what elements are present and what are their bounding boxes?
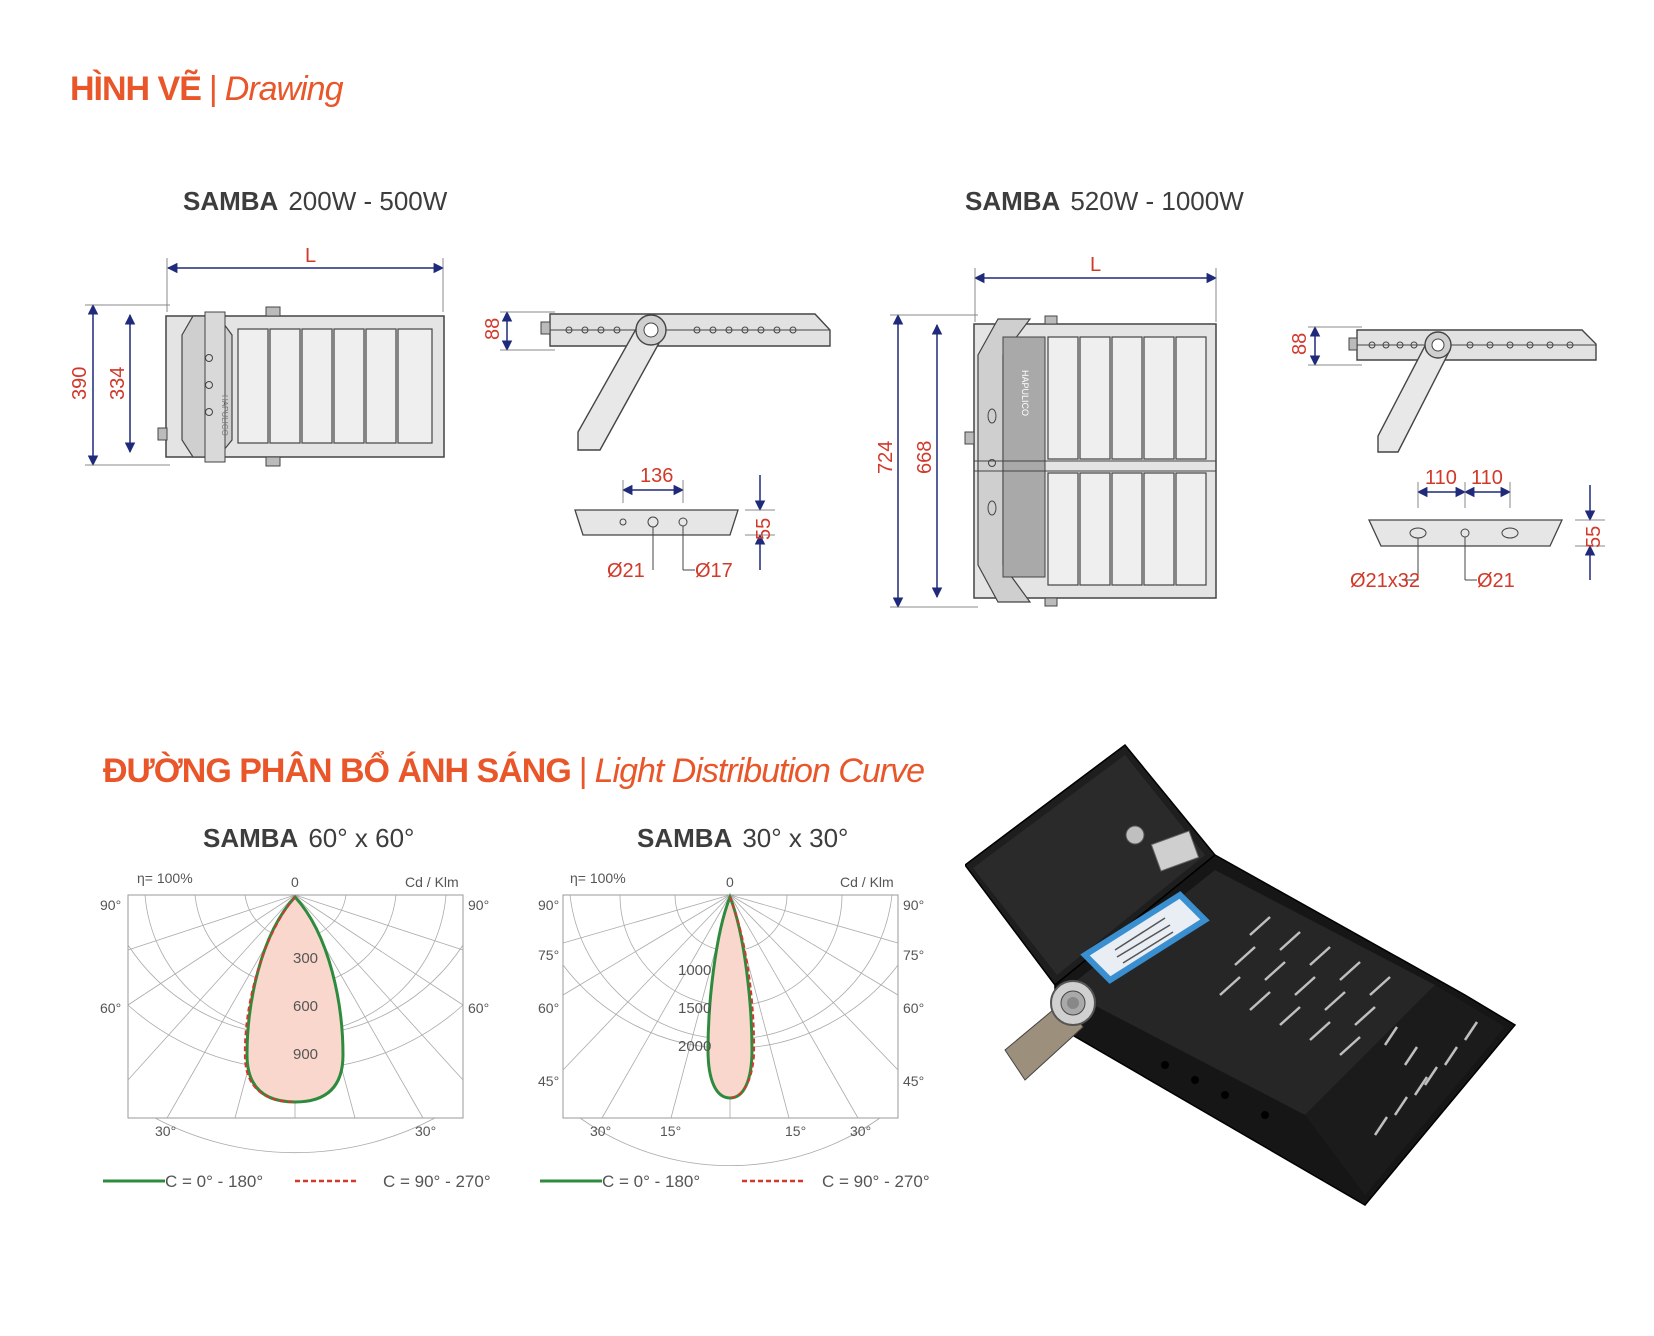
chart2-top-zero: 0 — [726, 874, 734, 890]
small-brand-label: HAPULICO — [220, 395, 229, 436]
chart2-radial-1000: 1000 — [678, 962, 711, 979]
chart2-radial-1500: 1500 — [678, 1000, 711, 1017]
drawing-title-en: Drawing — [224, 70, 344, 108]
model-large-heading: SAMBA 520W - 1000W — [965, 186, 1244, 217]
chart2-left-30: 30° — [590, 1123, 611, 1139]
chart2-left-15: 15° — [660, 1123, 681, 1139]
technical-drawings: L 390 334 HAPULICO 88 — [69, 245, 1605, 609]
light-section-title: ĐƯỜNG PHÂN BỔ ÁNH SÁNG|Light Distributio… — [103, 752, 925, 791]
large-height-inner: 668 — [914, 441, 936, 474]
large-bracket-view: 110 110 55 Ø21x32 Ø21 — [1350, 467, 1605, 592]
small-side-depth: 88 — [482, 318, 504, 340]
chart1-radial-300: 300 — [293, 950, 318, 967]
large-front-view: L 724 668 HAPULICO — [875, 254, 1218, 609]
chart2-left-45: 45° — [538, 1073, 559, 1089]
small-height-inner: 334 — [107, 367, 129, 400]
chart2-right-45: 45° — [903, 1073, 924, 1089]
title-separator: | — [208, 70, 218, 108]
product-photo — [965, 743, 1517, 1206]
small-side-view: 88 — [482, 310, 831, 451]
drawing-title-vi: HÌNH VẼ — [70, 70, 202, 108]
chart2-radial-2000: 2000 — [678, 1038, 711, 1055]
chart1-right-30: 30° — [415, 1123, 436, 1139]
model-large-name: SAMBA — [965, 186, 1061, 216]
chart2-efficiency: η= 100% — [570, 870, 626, 886]
chart2-legend-1: C = 0° - 180° — [602, 1172, 700, 1191]
model-large-range: 520W - 1000W — [1070, 186, 1244, 216]
chart2-title-name: SAMBA — [637, 823, 733, 853]
chart2-right-75: 75° — [903, 947, 924, 963]
model-small-heading: SAMBA 200W - 500W — [183, 186, 447, 217]
polar-chart-60x60: 300 600 900 η= 100% 0 Cd / Klm 90° 60° 3… — [100, 870, 491, 1191]
chart1-radial-900: 900 — [293, 1046, 318, 1063]
small-height-outer: 390 — [69, 367, 91, 400]
small-front-view: L 390 334 HAPULICO — [69, 245, 445, 467]
model-small-range: 200W - 500W — [288, 186, 448, 216]
chart1-legend-2: C = 90° - 270° — [383, 1172, 491, 1191]
polar-chart-30x30: 1000 1500 2000 η= 100% 0 Cd / Klm 90° 75… — [538, 870, 930, 1191]
model-small-name: SAMBA — [183, 186, 279, 216]
small-bracket-view: 136 55 Ø21 Ø17 — [574, 465, 775, 582]
chart2-right-90: 90° — [903, 897, 924, 913]
chart2-right-15: 15° — [785, 1123, 806, 1139]
chart1-right-90: 90° — [468, 897, 489, 913]
light-title-vi: ĐƯỜNG PHÂN BỔ ÁNH SÁNG — [103, 752, 572, 790]
small-length-label: L — [305, 245, 316, 267]
large-spacing-b: 110 — [1471, 467, 1503, 489]
chart1-unit: Cd / Klm — [405, 874, 459, 890]
chart1-title: SAMBA 60° x 60° — [203, 823, 414, 854]
large-bracket-height: 55 — [1583, 526, 1605, 548]
chart1-top-zero: 0 — [291, 874, 299, 890]
chart2-title-angle: 30° x 30° — [742, 823, 849, 853]
large-length-label: L — [1090, 254, 1101, 276]
chart2-legend-2: C = 90° - 270° — [822, 1172, 930, 1191]
small-hole-a: Ø21 — [607, 560, 645, 582]
drawing-section-title: HÌNH VẼ|Drawing — [70, 70, 344, 109]
large-side-depth: 88 — [1289, 333, 1311, 355]
small-bracket-height: 55 — [753, 518, 775, 540]
large-brand-label: HAPULICO — [1020, 370, 1030, 416]
title-separator: | — [578, 752, 588, 790]
small-hole-spacing: 136 — [640, 465, 673, 487]
chart1-title-angle: 60° x 60° — [308, 823, 415, 853]
large-height-outer: 724 — [875, 441, 897, 474]
chart2-left-75: 75° — [538, 947, 559, 963]
large-spacing-a: 110 — [1425, 467, 1457, 489]
large-side-view: 88 — [1289, 325, 1597, 453]
chart2-right-60: 60° — [903, 1000, 924, 1016]
chart1-efficiency: η= 100% — [137, 870, 193, 886]
chart1-title-name: SAMBA — [203, 823, 299, 853]
chart2-title: SAMBA 30° x 30° — [637, 823, 848, 854]
large-hole: Ø21 — [1477, 570, 1515, 592]
light-title-en: Light Distribution Curve — [594, 752, 925, 790]
chart1-left-90: 90° — [100, 897, 121, 913]
chart1-radial-600: 600 — [293, 998, 318, 1015]
chart2-left-90: 90° — [538, 897, 559, 913]
chart2-right-30: 30° — [850, 1123, 871, 1139]
chart1-legend-1: C = 0° - 180° — [165, 1172, 263, 1191]
chart1-left-60: 60° — [100, 1000, 121, 1016]
chart1-right-60: 60° — [468, 1000, 489, 1016]
chart2-unit: Cd / Klm — [840, 874, 894, 890]
chart1-left-30: 30° — [155, 1123, 176, 1139]
chart2-left-60: 60° — [538, 1000, 559, 1016]
large-slot: Ø21x32 — [1350, 570, 1420, 592]
small-hole-b: Ø17 — [695, 560, 733, 582]
